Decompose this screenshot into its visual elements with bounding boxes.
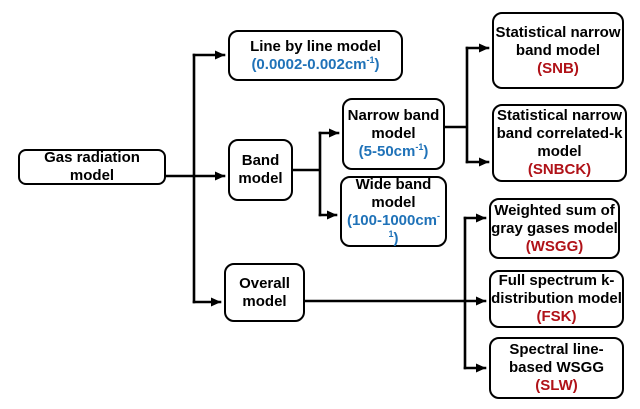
node-abbreviation: (SLW) — [535, 377, 578, 394]
range-open: (100-1000cm — [346, 211, 438, 229]
range-open: (5-50cm — [358, 143, 416, 160]
range-exponent: -1 — [388, 210, 441, 239]
range-exponent: -1 — [415, 142, 424, 152]
node-title: Full spectrum k-distribution model — [491, 272, 622, 307]
node-wavenumber-range: (5-50cm-1) — [359, 143, 429, 161]
range-open: (0.0002-0.002cm — [251, 55, 367, 73]
node-gas-radiation-model: Gas radiation model — [18, 149, 166, 185]
node-abbreviation: (SNB) — [537, 59, 579, 77]
node-wavenumber-range: (0.0002-0.002cm-1) — [251, 54, 380, 74]
range-exponent: -1 — [366, 54, 375, 65]
node-title: Gas radiation model — [44, 149, 140, 184]
connector-band-trunk — [289, 131, 322, 217]
connector-overall-trunk — [301, 216, 467, 370]
range-close: ) — [393, 229, 399, 247]
node-slw: Spectral line-based WSGG (SLW) — [489, 337, 624, 399]
node-line-by-line-model: Line by line model (0.0002-0.002cm-1) — [228, 30, 403, 81]
node-abbreviation: (SNBCK) — [527, 161, 592, 178]
node-fsk: Full spectrum k-distribution model (FSK) — [489, 270, 624, 328]
node-title: Spectral line-based WSGG — [508, 341, 605, 376]
range-close: ) — [423, 143, 429, 160]
range-close: ) — [374, 55, 380, 73]
connector-gas-trunk — [162, 53, 196, 304]
node-wavenumber-range: (100-1000cm-1) — [342, 210, 445, 248]
connector-narrow-trunk — [441, 46, 469, 164]
node-abbreviation: (WSGG) — [525, 237, 584, 255]
node-title: Line by line model — [250, 37, 381, 55]
node-abbreviation: (FSK) — [536, 308, 577, 325]
